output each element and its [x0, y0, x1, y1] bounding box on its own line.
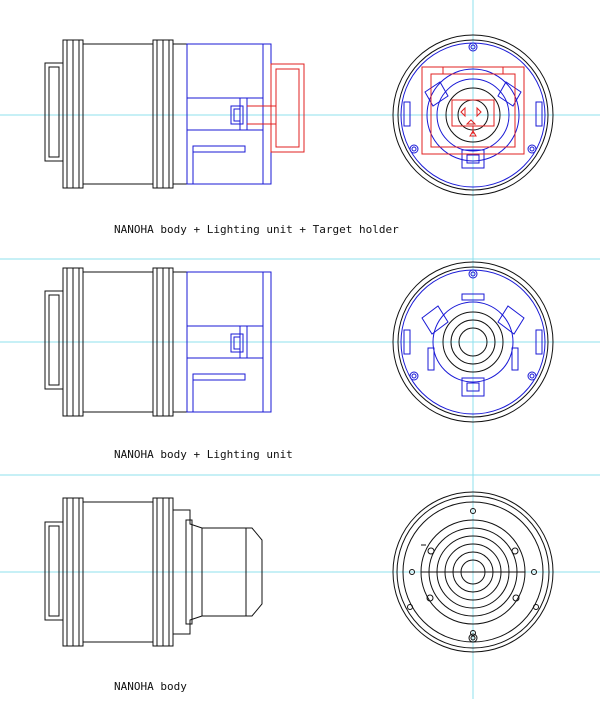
- lighting-unit-front-2: [400, 269, 546, 415]
- front-view-3: [392, 491, 554, 653]
- caption-2: NANOHA body + Lighting unit: [114, 448, 293, 461]
- target-holder-front: [421, 66, 525, 155]
- front-view-2: [392, 261, 554, 423]
- caption-1: NANOHA body + Lighting unit + Target hol…: [114, 223, 399, 236]
- side-view-2: [44, 267, 272, 417]
- main-barrel: [82, 43, 154, 185]
- lens-nose: [201, 527, 263, 617]
- rear-flange: [44, 62, 64, 162]
- target-holder-side: [247, 63, 305, 153]
- lighting-unit-side: [186, 43, 272, 185]
- lighting-unit-front: [400, 42, 546, 188]
- front-view-1: [392, 34, 554, 196]
- caption-3: NANOHA body: [114, 680, 187, 693]
- side-view-3: [44, 497, 263, 647]
- side-view-1: [44, 39, 305, 189]
- lighting-unit-side-2: [186, 271, 272, 413]
